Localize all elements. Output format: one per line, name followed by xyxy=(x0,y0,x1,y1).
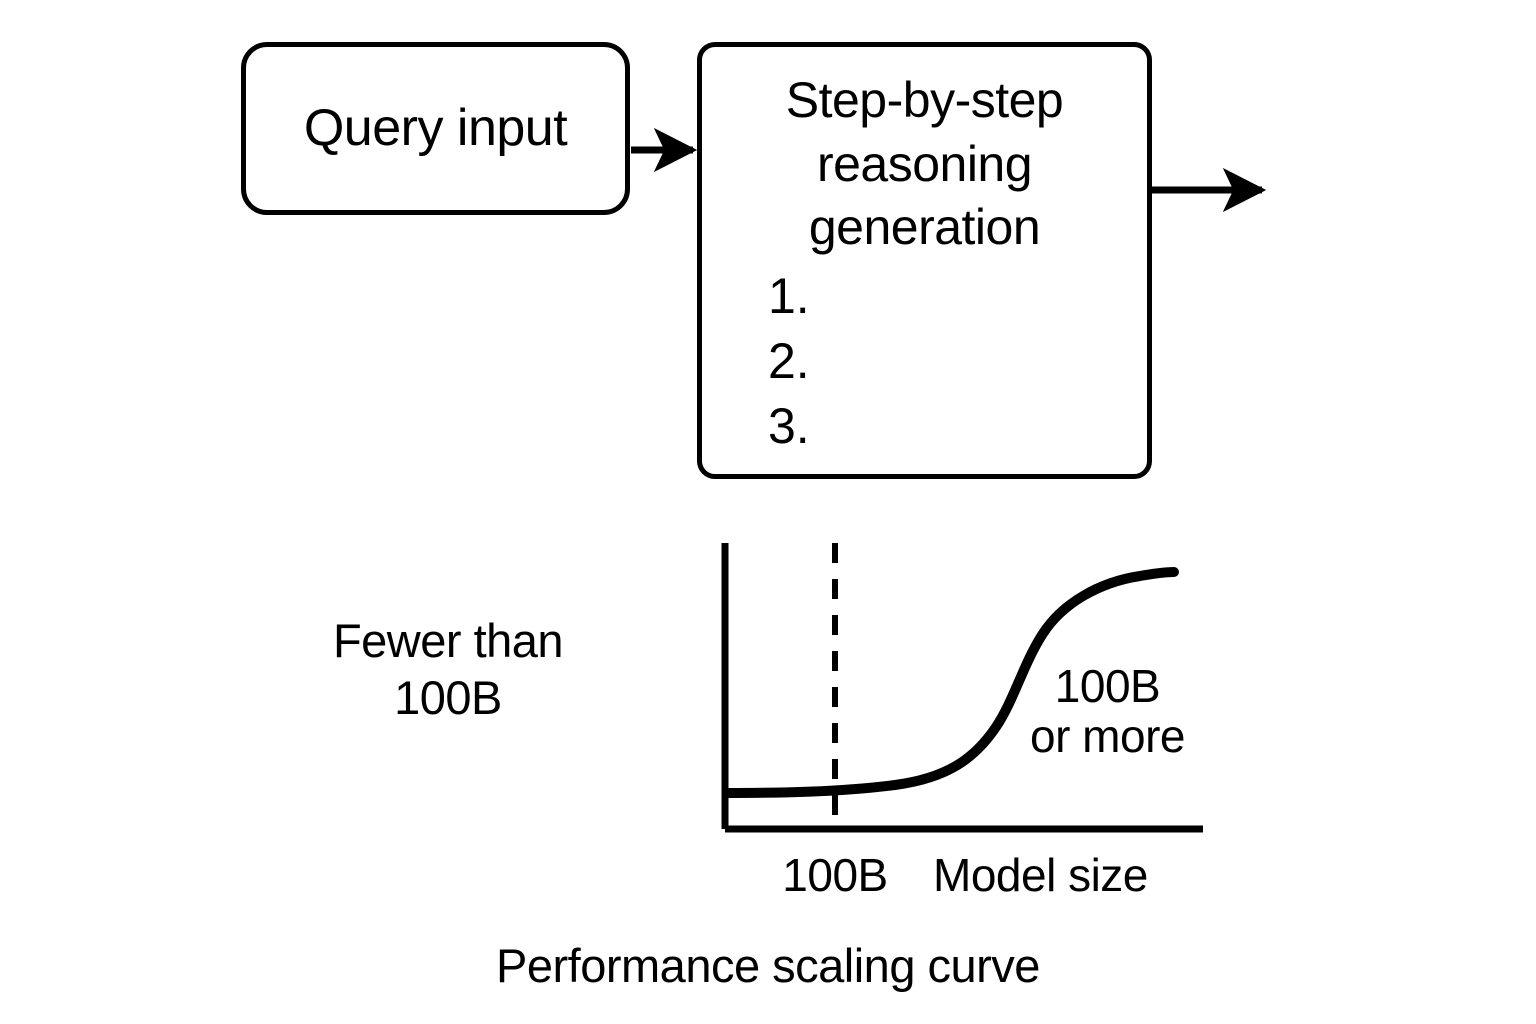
chart-svg xyxy=(721,543,1203,833)
query-input-box: Query input xyxy=(241,42,630,215)
annotation-above-threshold-line2: or more xyxy=(1030,709,1185,762)
chart-caption: Performance scaling curve xyxy=(496,939,1040,992)
annotation-below-threshold-line2: 100B xyxy=(394,671,502,725)
query-input-label: Query input xyxy=(303,98,568,157)
reasoning-box-title: Step-by-step reasoning generation xyxy=(785,72,1064,255)
annotation-above-threshold: 100B or more xyxy=(1000,660,1215,762)
performance-scaling-chart xyxy=(690,520,1230,850)
list-item: 3. xyxy=(768,397,810,454)
chart-x-axis-label: Model size xyxy=(933,849,1148,901)
chart-tick-label-100b: 100B xyxy=(782,849,888,901)
list-item: 1. xyxy=(768,267,810,324)
list-item: 2. xyxy=(768,332,810,389)
reasoning-generation-box: Step-by-step reasoning generation 1. 2. … xyxy=(697,42,1152,479)
annotation-below-threshold-line1: Fewer than xyxy=(332,614,564,667)
annotation-above-threshold-line1: 100B xyxy=(1054,660,1161,712)
chart-performance-curve xyxy=(722,567,1179,798)
reasoning-steps-list: 1. 2. 3. xyxy=(728,264,1121,459)
annotation-below-threshold: Fewer than 100B xyxy=(288,612,608,727)
